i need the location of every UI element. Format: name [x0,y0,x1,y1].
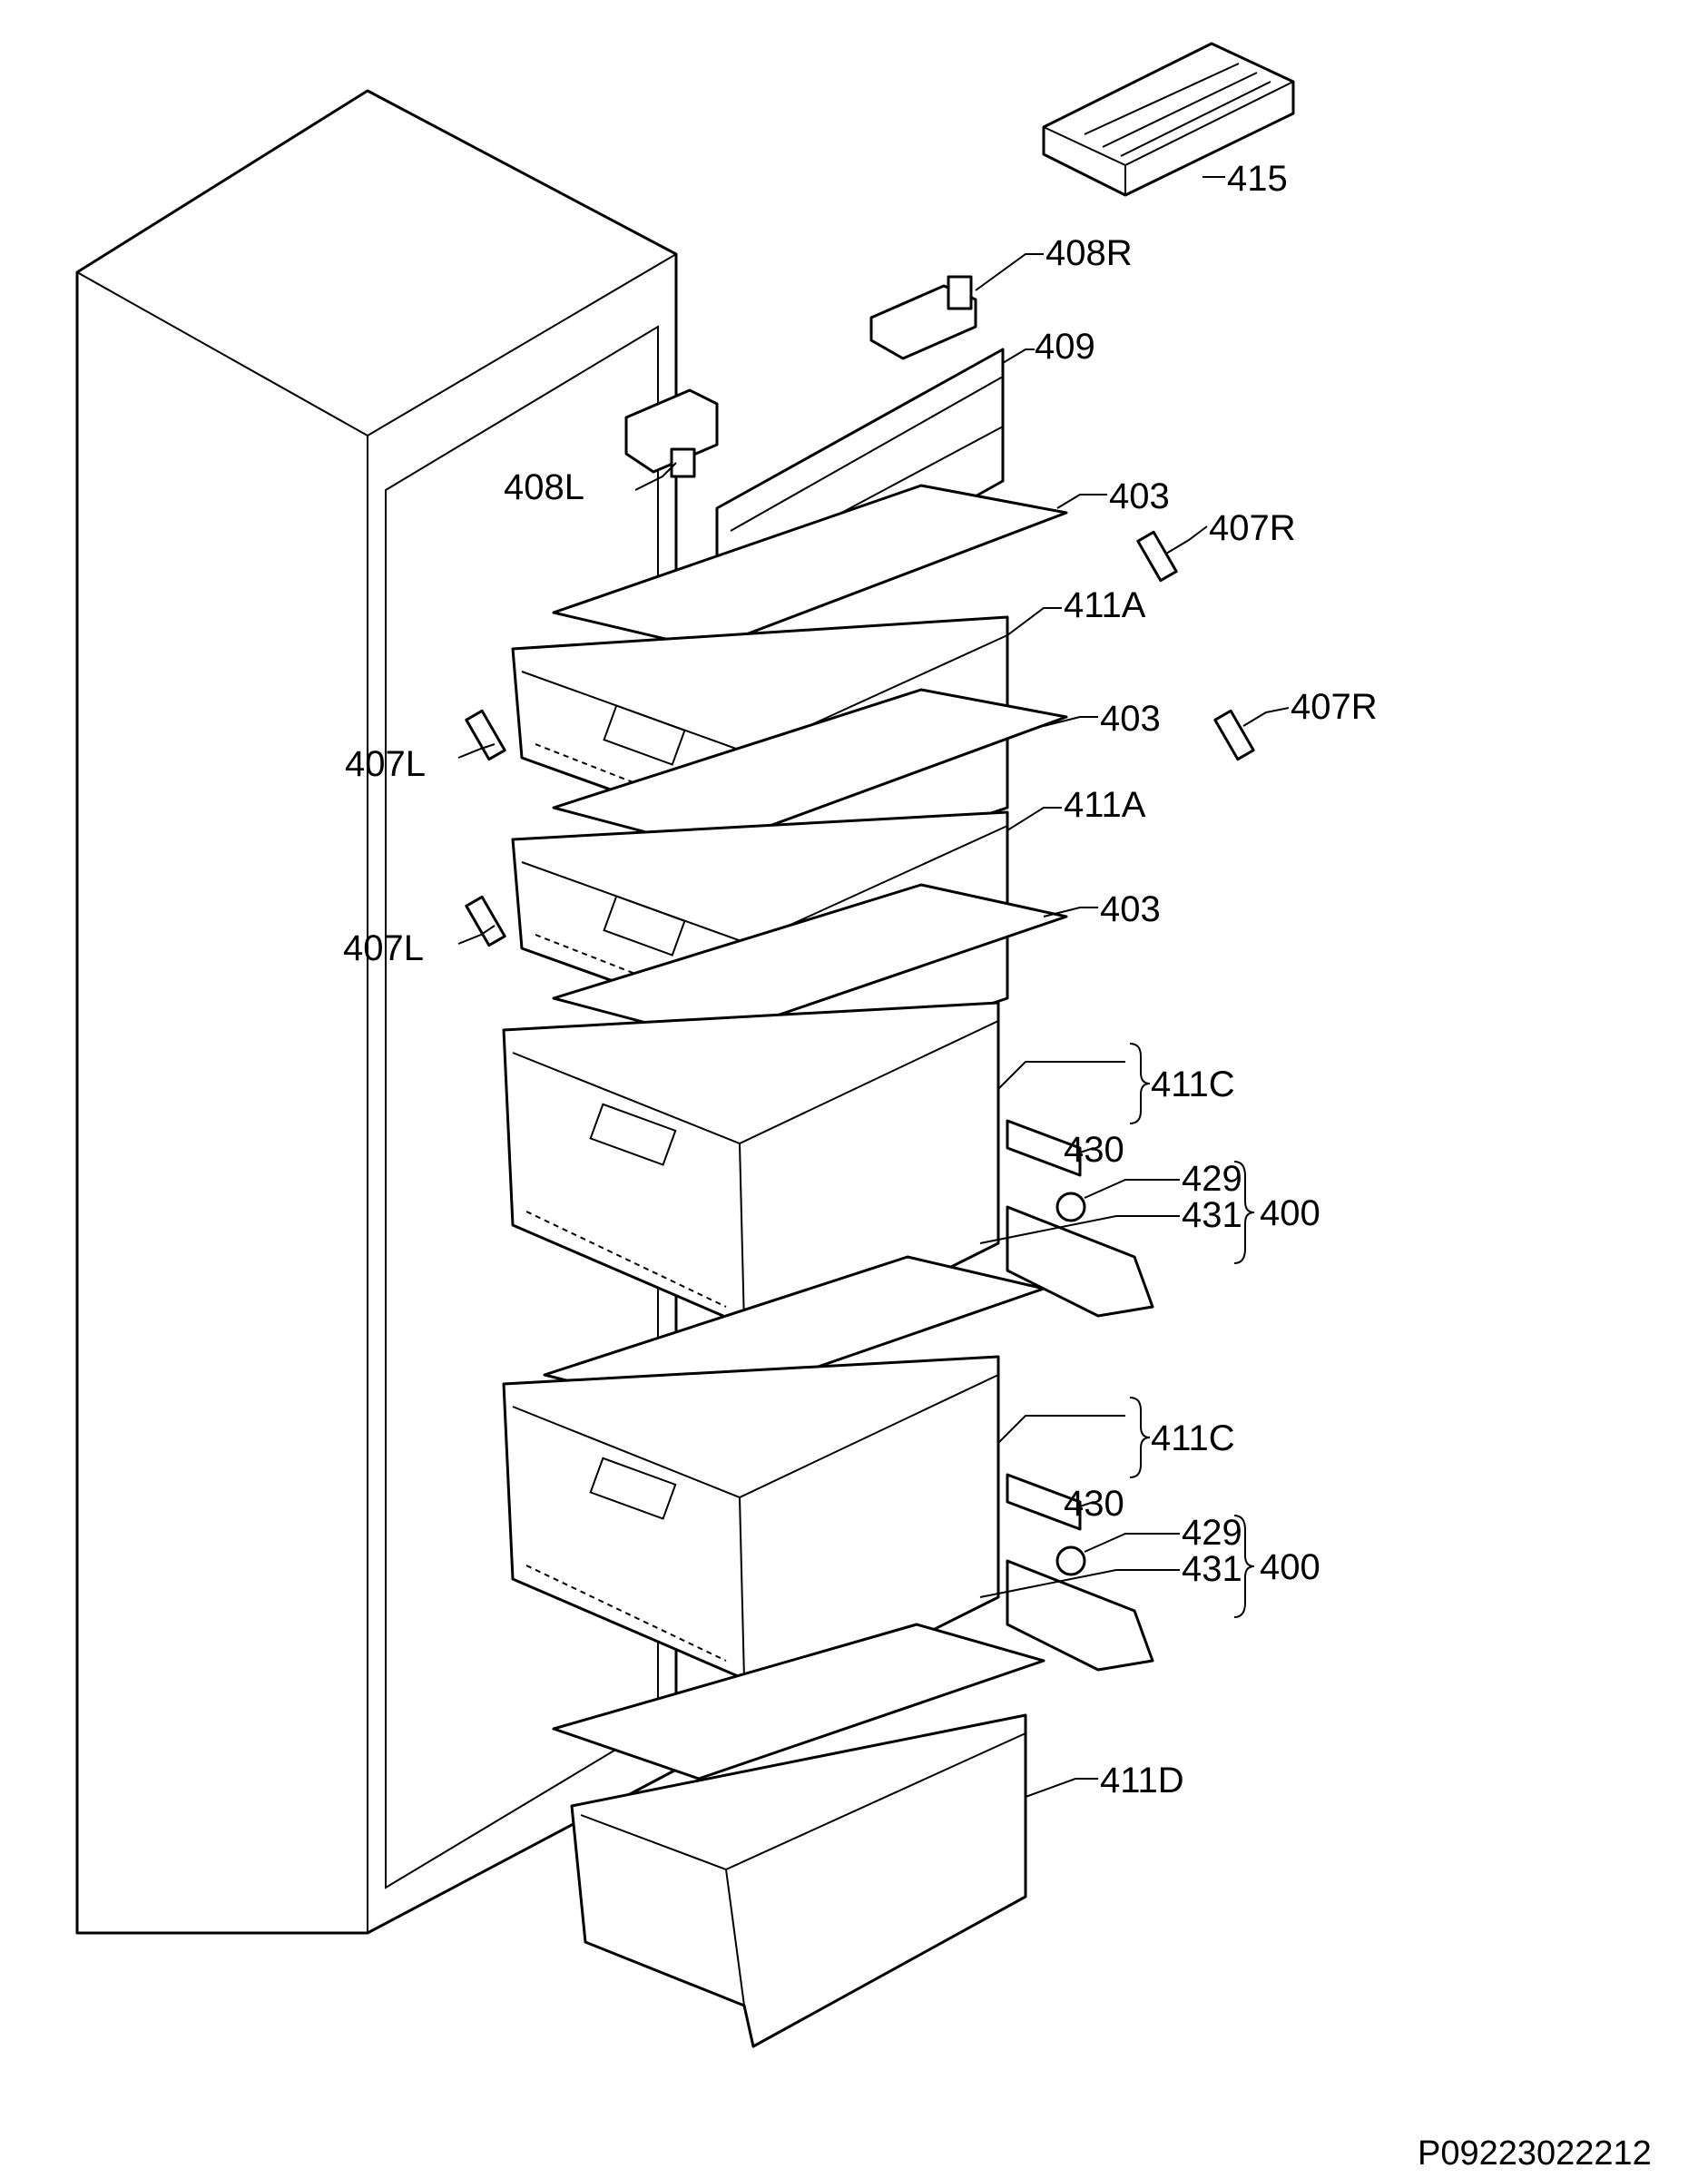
cabinet [75,89,678,1935]
label-411C-upper: 411C [1151,1064,1235,1104]
label-430-upper: 430 [1064,1130,1124,1170]
rail-set-lower [1006,1473,1154,1672]
label-407L-top: 407L [345,744,426,784]
part-labels: 415 408R 409 408L 403 407R 411A 403 407R… [343,159,1378,1800]
label-409: 409 [1035,327,1095,367]
label-407L-bottom: 407L [343,928,424,968]
label-408R: 408R [1045,233,1133,273]
part-408R-bracket [869,275,977,360]
label-403-lower: 403 [1100,889,1161,929]
part-411D-drawer [570,1713,1027,2048]
part-407L-clip-bottom [465,895,506,947]
label-431-lower: 431 [1182,1549,1242,1589]
label-400-lower: 400 [1260,1547,1320,1587]
label-407R-middle: 407R [1291,687,1378,727]
part-407R-clip-middle [1213,709,1255,761]
label-411C-lower: 411C [1151,1418,1235,1458]
label-415: 415 [1227,159,1288,199]
part-glass-shelf-lowest [552,1623,1045,1781]
part-415-grille [1042,42,1295,197]
label-411A-top: 411A [1064,585,1146,625]
document-id: P09223022212 [1418,2134,1652,2173]
part-411C-drawer-lower [502,1355,1000,1726]
label-429-lower: 429 [1182,1513,1242,1553]
label-411A-bottom: 411A [1064,785,1146,825]
part-407R-clip-top [1136,530,1178,583]
label-400-upper: 400 [1260,1193,1320,1233]
part-407L-clip-top [465,709,506,761]
label-407R-top: 407R [1209,508,1296,548]
label-430-lower: 430 [1064,1484,1124,1524]
label-411D: 411D [1100,1761,1184,1800]
part-408L-bracket [624,388,719,478]
label-403-middle: 403 [1100,699,1161,739]
label-431-upper: 431 [1182,1195,1242,1235]
leader-lines [457,176,1290,1798]
label-408L: 408L [504,467,584,507]
label-429-upper: 429 [1182,1159,1242,1199]
part-403-glass-shelf-top [552,484,1068,651]
label-403-top: 403 [1109,476,1170,516]
